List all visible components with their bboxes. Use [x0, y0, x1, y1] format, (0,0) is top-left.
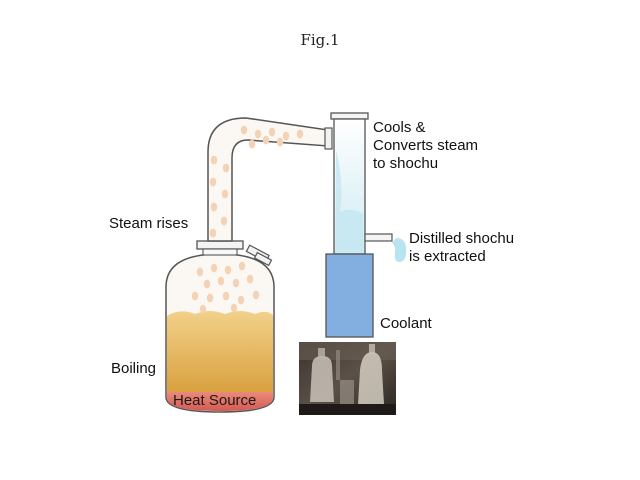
steam-droplet [224, 265, 232, 275]
distillery-photo [299, 342, 396, 415]
steam-droplet [210, 155, 218, 165]
steam-droplet [248, 139, 256, 149]
steam-droplet [276, 137, 284, 147]
steam-droplet [230, 303, 238, 313]
steam-droplet [210, 202, 218, 212]
steam-droplet [237, 295, 245, 305]
steam-droplet [296, 129, 304, 139]
steam-droplet [262, 135, 270, 145]
still-pot [165, 240, 275, 413]
steam-droplet [282, 131, 290, 141]
distilled-label: Distilled shochu is extracted [409, 230, 514, 266]
condensate-flow [336, 150, 363, 252]
steam-droplet [209, 177, 217, 187]
pot-valve [245, 244, 273, 267]
steam-droplet [232, 278, 240, 288]
cools-label-line: Converts steam [373, 137, 479, 154]
steam-droplet [220, 216, 228, 226]
figure-title: Fig.1 [300, 31, 340, 49]
steam-droplet [210, 263, 218, 273]
steam-droplet [217, 276, 225, 286]
condenser [325, 112, 407, 338]
steam-droplet [268, 127, 276, 137]
steam-droplet [209, 228, 217, 238]
cools-label-line: Cools & [373, 119, 426, 136]
cools-label-line: to shochu [373, 155, 439, 172]
heat-source-label: Heat Source [173, 392, 257, 409]
boiling-liquid [167, 311, 273, 392]
coolant-label: Coolant [380, 315, 432, 332]
outlet-spout [364, 233, 393, 242]
steam-droplet [203, 279, 211, 289]
steam-droplet [222, 291, 230, 301]
coolant-tank [325, 253, 374, 338]
pipe-end-flange [324, 127, 333, 150]
distilled-drip [392, 238, 407, 262]
steam-droplet [246, 274, 254, 284]
steam-droplet [240, 125, 248, 135]
condenser-top-cap [330, 112, 369, 120]
steam-droplet [221, 189, 229, 199]
steam-particles [191, 125, 304, 314]
steam-droplet [191, 291, 199, 301]
pot-collar [196, 240, 244, 250]
steam-droplet [238, 261, 246, 271]
steam-droplet [196, 267, 204, 277]
distilled-label-line: is extracted [409, 248, 486, 265]
steam-droplet [222, 163, 230, 173]
steam-droplet [206, 293, 214, 303]
boiling-label: Boiling [111, 360, 157, 377]
cools-label: Cools & Converts steam to shochu [373, 119, 478, 173]
steam-rises-label: Steam rises [109, 215, 189, 232]
steam-droplet [199, 304, 207, 314]
steam-droplet [252, 290, 260, 300]
distilled-label-line: Distilled shochu [409, 230, 515, 247]
heat-source-zone [167, 392, 273, 411]
steam-droplet [254, 129, 262, 139]
swan-neck-pipe [207, 117, 333, 242]
